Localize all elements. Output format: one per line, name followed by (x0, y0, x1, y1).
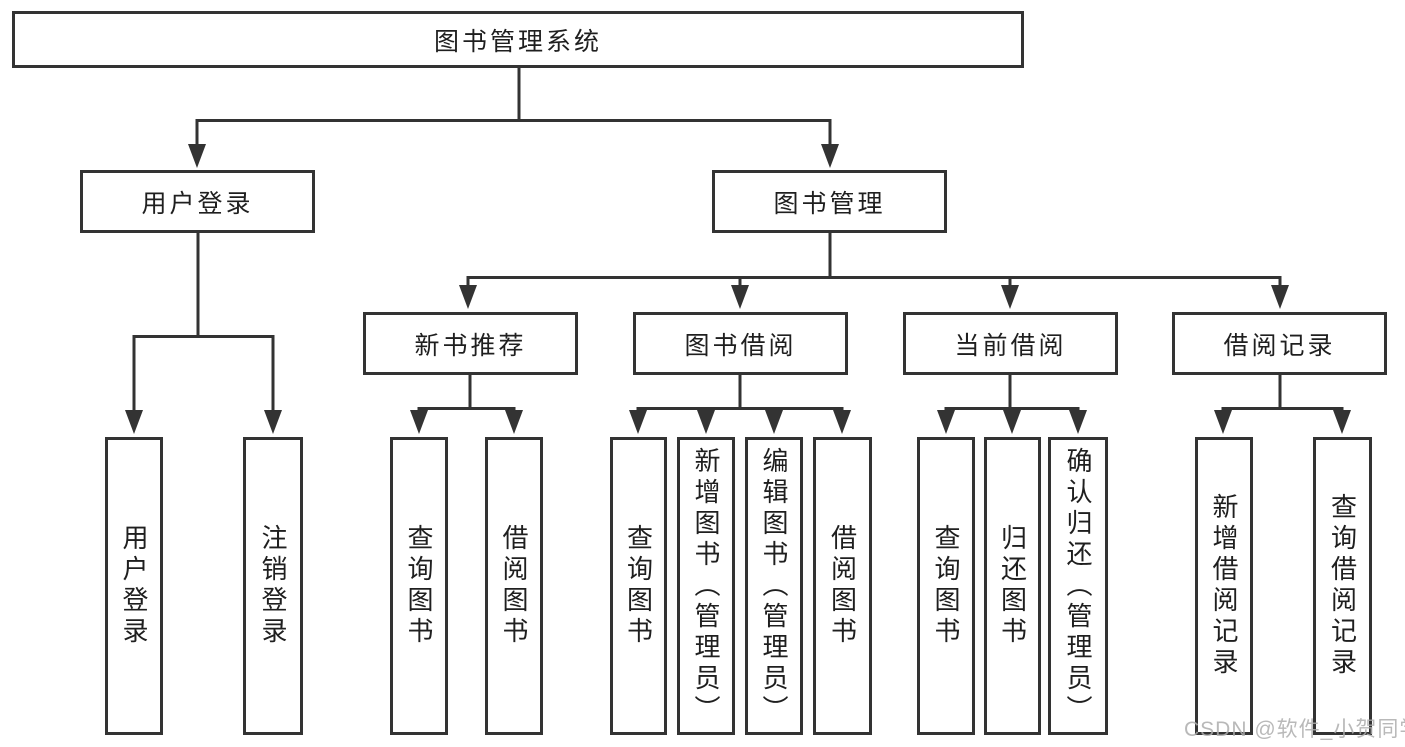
leaf-user-login: 用户登录 (105, 437, 163, 735)
leaf-user-login-label: 用户登录 (119, 524, 149, 648)
node-new-book-recommend: 新书推荐 (363, 312, 578, 375)
node-borrow-records: 借阅记录 (1172, 312, 1387, 375)
leaf-return-book: 归还图书 (984, 437, 1041, 735)
node-root: 图书管理系统 (12, 11, 1024, 68)
leaf-return-book-label: 归还图书 (997, 524, 1028, 648)
leaf-borrow-book-recommend: 借阅图书 (485, 437, 543, 735)
arrowheads (125, 144, 1351, 434)
node-book-management-label: 图书管理 (773, 189, 886, 218)
leaf-edit-book-admin: 编辑图书（管理员） (745, 437, 803, 735)
leaf-add-book-admin-label: 新增图书（管理员） (691, 446, 721, 726)
node-new-book-recommend-label: 新书推荐 (414, 331, 527, 360)
leaf-query-book-current-label: 查询图书 (931, 524, 961, 648)
node-book-borrow-label: 图书借阅 (684, 331, 797, 360)
leaf-query-book-borrow-label: 查询图书 (623, 524, 654, 648)
leaf-logout: 注销登录 (243, 437, 303, 735)
leaf-add-borrow-record-label: 新增借阅记录 (1209, 493, 1239, 679)
leaf-borrow-book-2-label: 借阅图书 (827, 524, 858, 648)
leaf-add-borrow-record: 新增借阅记录 (1195, 437, 1253, 735)
node-user-login: 用户登录 (80, 170, 315, 233)
node-book-borrow: 图书借阅 (633, 312, 848, 375)
leaf-confirm-return-admin: 确认归还（管理员） (1048, 437, 1108, 735)
leaf-add-book-admin: 新增图书（管理员） (677, 437, 735, 735)
node-book-management: 图书管理 (712, 170, 947, 233)
node-current-borrow-label: 当前借阅 (954, 331, 1067, 360)
leaf-borrow-book-recommend-label: 借阅图书 (499, 524, 529, 648)
leaf-query-book-recommend-label: 查询图书 (404, 524, 434, 648)
node-user-login-label: 用户登录 (141, 189, 254, 218)
leaf-edit-book-admin-label: 编辑图书（管理员） (759, 446, 789, 726)
leaf-query-book-current: 查询图书 (917, 437, 975, 735)
leaf-query-book-borrow: 查询图书 (610, 437, 667, 735)
leaf-query-borrow-record: 查询借阅记录 (1313, 437, 1372, 735)
node-borrow-records-label: 借阅记录 (1223, 331, 1336, 360)
leaf-logout-label: 注销登录 (258, 524, 288, 648)
watermark: CSDN @软件_小贺同学 (1184, 718, 1405, 741)
leaf-query-borrow-record-label: 查询借阅记录 (1327, 493, 1358, 679)
leaf-confirm-return-admin-label: 确认归还（管理员） (1063, 446, 1093, 726)
leaf-query-book-recommend: 查询图书 (390, 437, 448, 735)
node-current-borrow: 当前借阅 (903, 312, 1118, 375)
leaf-borrow-book-2: 借阅图书 (813, 437, 872, 735)
node-root-label: 图书管理系统 (433, 27, 602, 56)
